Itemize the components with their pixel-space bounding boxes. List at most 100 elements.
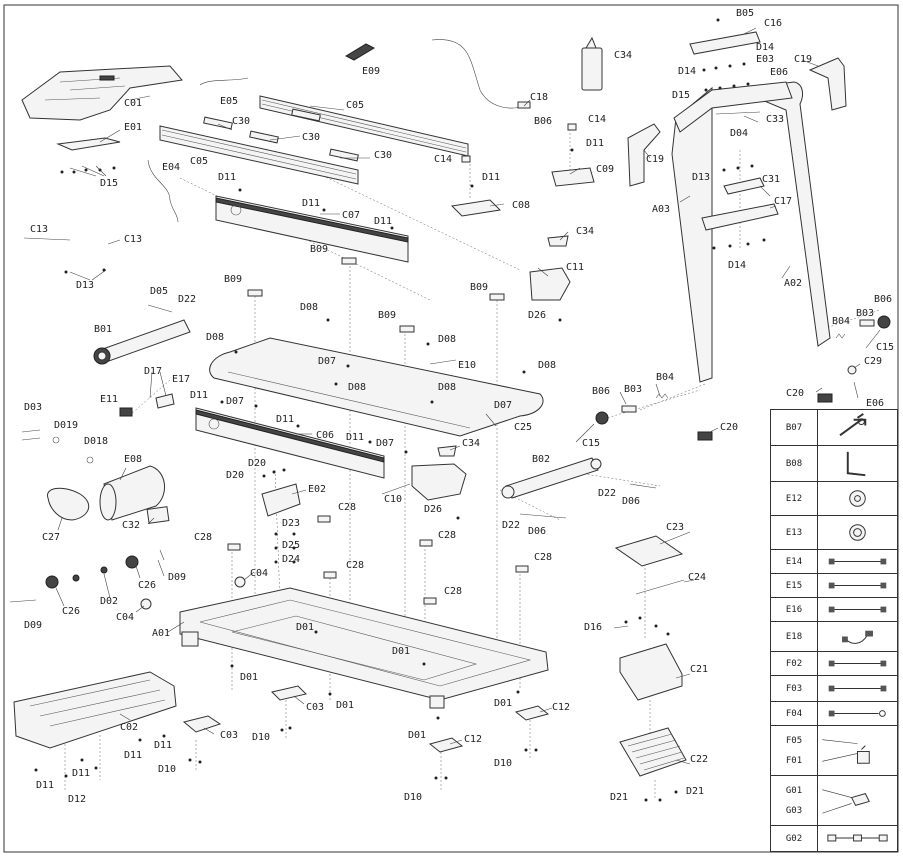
label-b03: B03 xyxy=(856,308,874,319)
cable-icon xyxy=(818,574,897,597)
clip-c18 xyxy=(517,101,531,109)
legend-code: E12 xyxy=(771,482,818,515)
alignment-lines xyxy=(64,125,881,800)
label-c20-b: C20 xyxy=(720,422,738,433)
legend-code: G03 xyxy=(785,805,803,816)
label-d03: D03 xyxy=(24,402,42,413)
washer-d019 xyxy=(52,436,60,444)
legend-row-e13: E13 xyxy=(771,516,897,550)
label-d07-d: D07 xyxy=(376,438,394,449)
motor-rail-c07 xyxy=(215,195,409,263)
label-c14: C14 xyxy=(588,114,606,125)
label-d11-i: D11 xyxy=(154,740,172,751)
label-c29: C29 xyxy=(864,356,882,367)
wire-harness-icon xyxy=(818,826,897,851)
label-e06: E06 xyxy=(770,67,788,78)
label-d08-f: D08 xyxy=(438,382,456,393)
bolt-d06 xyxy=(629,483,657,489)
legend-code: F05 xyxy=(785,735,803,746)
label-d09: D09 xyxy=(168,572,186,583)
label-d019: D019 xyxy=(54,420,78,431)
label-d11-d: D11 xyxy=(302,198,320,209)
label-b06-c: B06 xyxy=(534,116,552,127)
sensor-cable-icon xyxy=(818,622,897,651)
cushion-pads-c28 xyxy=(227,515,529,605)
label-c08: C08 xyxy=(512,200,530,211)
label-d26: D26 xyxy=(528,310,546,321)
label-c05-b: C05 xyxy=(190,156,208,167)
label-c30: C30 xyxy=(232,116,250,127)
motor-cover-c02 xyxy=(13,671,177,749)
label-d15: D15 xyxy=(672,90,690,101)
bolt-d03 xyxy=(21,429,41,433)
label-e05: E05 xyxy=(220,96,238,107)
label-d11-f: D11 xyxy=(190,390,208,401)
label-d24: D24 xyxy=(282,554,300,565)
label-c28-b: C28 xyxy=(194,532,212,543)
label-b03-b: B03 xyxy=(624,384,642,395)
label-d07-b: D07 xyxy=(226,396,244,407)
label-b02: B02 xyxy=(532,454,550,465)
console-c16 xyxy=(689,31,761,55)
cable-ring-icon xyxy=(818,702,897,725)
label-d02: D02 xyxy=(100,596,118,607)
strip-c24 xyxy=(635,579,685,595)
legend-row-f02: F02 xyxy=(771,652,897,676)
bolt-b03 xyxy=(621,405,637,413)
label-c11: C11 xyxy=(566,262,584,273)
label-d17: D17 xyxy=(144,366,162,377)
legend-code-pair: G01 G03 xyxy=(771,776,818,825)
legend-row-g02: G02 xyxy=(771,826,897,851)
label-d21: D21 xyxy=(686,786,704,797)
leader-lines xyxy=(23,27,881,765)
label-c30-b: C30 xyxy=(302,132,320,143)
clip-c14-b xyxy=(567,123,577,131)
lube-bottle-c34 xyxy=(581,36,603,91)
label-e03: E03 xyxy=(756,54,774,65)
label-c34-c: C34 xyxy=(462,438,480,449)
screws xyxy=(34,18,766,802)
label-d20-b: D20 xyxy=(226,470,244,481)
foot-c12-b xyxy=(514,705,550,721)
switch-plug-icon xyxy=(818,726,897,775)
label-e02: E02 xyxy=(308,484,326,495)
label-d11-b: D11 xyxy=(482,172,500,183)
upright-a02 xyxy=(761,81,831,347)
label-d13: D13 xyxy=(692,172,710,183)
label-d018: D018 xyxy=(84,436,108,447)
label-c04-b: C04 xyxy=(116,612,134,623)
label-c03-b: C03 xyxy=(220,730,238,741)
label-c28-f: C28 xyxy=(444,586,462,597)
label-d01-f: D01 xyxy=(408,730,426,741)
label-d11-e: D11 xyxy=(374,216,392,227)
label-c16: C16 xyxy=(764,18,782,29)
legend-code: G01 xyxy=(785,785,803,796)
spring-b04 xyxy=(655,393,669,399)
legend-row-b07: B07 xyxy=(771,410,897,446)
legend-code-pair: F05 F01 xyxy=(771,726,818,775)
label-c19-b: C19 xyxy=(646,154,664,165)
label-c12: C12 xyxy=(552,702,570,713)
label-d08-d: D08 xyxy=(538,360,556,371)
bushing-c04 xyxy=(234,576,246,588)
wheel-c26 xyxy=(125,555,139,569)
legend-row-e12: E12 xyxy=(771,482,897,516)
label-c24: C24 xyxy=(688,572,706,583)
label-d10-d: D10 xyxy=(404,792,422,803)
mat-c23 xyxy=(614,535,684,567)
label-d04: D04 xyxy=(730,128,748,139)
label-c03: C03 xyxy=(306,702,324,713)
label-d13-b: D13 xyxy=(76,280,94,291)
legend-row-f03: F03 xyxy=(771,676,897,702)
label-b04-b: B04 xyxy=(656,372,674,383)
label-c25: C25 xyxy=(514,422,532,433)
bracket-e17 xyxy=(155,393,175,409)
label-e04: E04 xyxy=(162,162,180,173)
diagram-frame xyxy=(3,4,899,853)
legend-code: F02 xyxy=(771,652,818,675)
label-d11-h: D11 xyxy=(346,432,364,443)
label-d01-d: D01 xyxy=(336,700,354,711)
label-c17: C17 xyxy=(774,196,792,207)
foot-c20-b xyxy=(817,393,833,403)
label-d14-c: D14 xyxy=(728,260,746,271)
